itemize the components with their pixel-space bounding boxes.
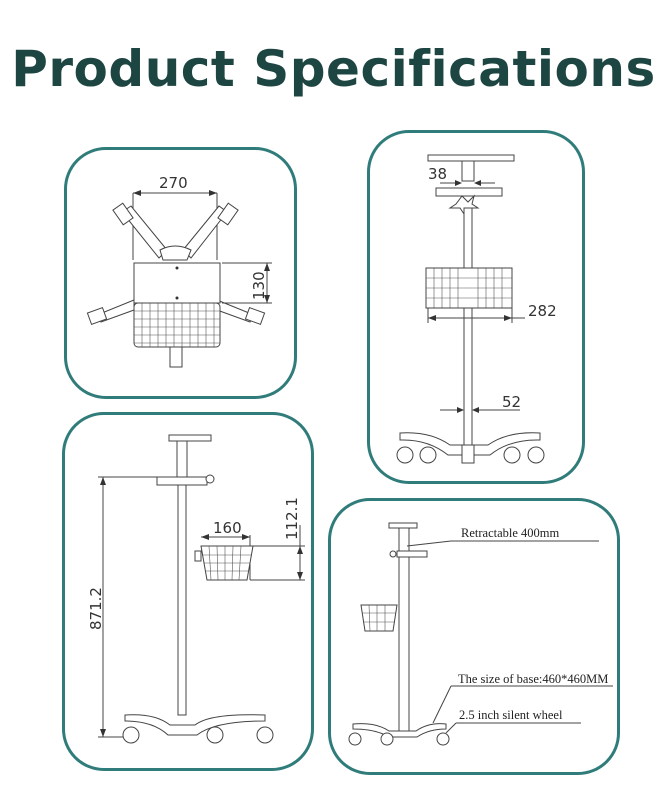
basket-height-dimension: 112.1 (283, 497, 301, 540)
retractable-label: Retractable 400mm (461, 526, 560, 540)
base-pole-dimension: 52 (502, 393, 521, 411)
top-view-drawing: 270 130 (86, 174, 272, 368)
wheel-label: 2.5 inch silent wheel (459, 708, 563, 722)
height-dimension: 871.2 (87, 587, 105, 630)
depth-dimension: 130 (250, 271, 268, 300)
width-dimension: 270 (159, 174, 188, 192)
pole-dimension: 38 (428, 165, 447, 183)
base-size-label: The size of base:460*460MM (458, 672, 608, 686)
top-view-panel: 270 130 (64, 147, 297, 399)
annotated-view-panel: Retractable 400mm The size of base:460*4… (328, 498, 620, 775)
side-view-panel: 871.2 160 112.1 (62, 412, 314, 771)
page-title: Product Specifications (11, 40, 656, 98)
annotated-view-drawing: Retractable 400mm The size of base:460*4… (348, 522, 613, 746)
basket-dimension: 282 (528, 302, 557, 320)
side-view-drawing: 871.2 160 112.1 (87, 434, 305, 744)
front-view-drawing: 38 282 52 (396, 154, 557, 464)
basket-width-dimension: 160 (213, 519, 242, 537)
front-view-panel: 38 282 52 (367, 130, 585, 484)
